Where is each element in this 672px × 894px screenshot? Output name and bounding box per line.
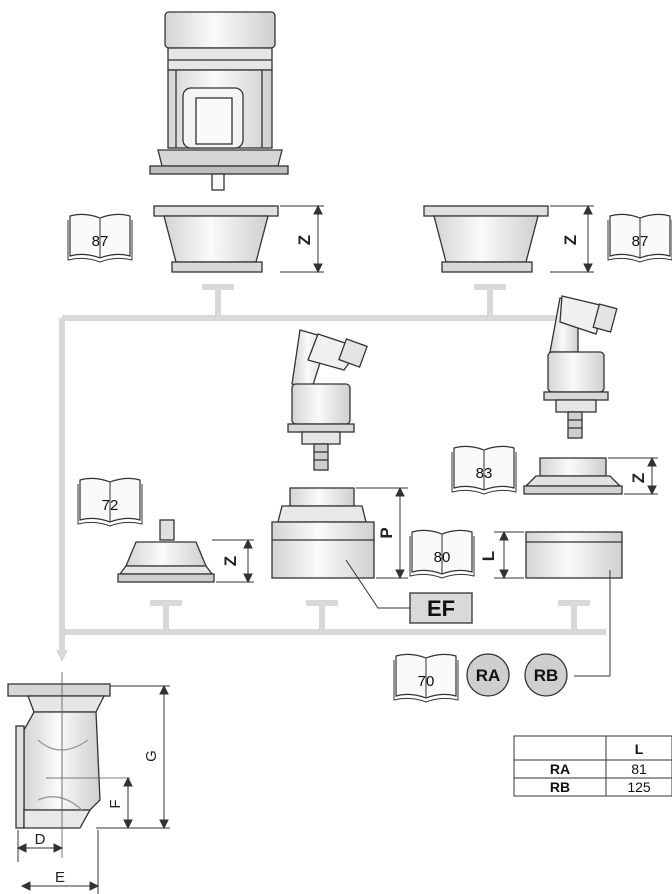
badge-rb <box>524 653 568 697</box>
adapter-top-right <box>423 205 549 273</box>
adapter-top-left <box>153 205 279 273</box>
book-70-page: 70 <box>418 673 435 690</box>
dimension-d <box>16 830 64 862</box>
table-row-rb-label: RB <box>550 779 570 795</box>
dim-label-z-right: Z <box>629 473 648 483</box>
hydraulic-motor-right <box>543 295 618 439</box>
dim-label-l: L <box>479 551 498 561</box>
badge-ra-label: RA <box>476 666 501 685</box>
flange-left-with-shaft <box>117 519 215 583</box>
dimension-z-top-right <box>550 204 594 274</box>
ef-label-box <box>409 592 473 624</box>
rb-leader-line <box>574 570 611 677</box>
down-arrow-icon <box>56 650 68 662</box>
dimension-f <box>123 776 133 830</box>
connector-lines <box>59 284 606 652</box>
dim-label-z-top-left: Z <box>295 235 314 245</box>
ef-label: EF <box>427 596 455 621</box>
badge-ra <box>466 653 510 697</box>
dimension-z-left <box>212 538 254 584</box>
book-87-left-page: 87 <box>92 233 109 250</box>
flange-right-small <box>523 457 623 495</box>
dimension-z-right <box>608 456 658 496</box>
electric-motor <box>149 11 289 191</box>
book-87-right-page: 87 <box>632 233 649 250</box>
housing-center-ef <box>271 487 375 579</box>
dim-label-e: E <box>55 869 65 886</box>
dimension-z-top-left <box>280 204 324 274</box>
book-72-page: 72 <box>102 497 119 514</box>
book-80-page: 80 <box>434 549 451 566</box>
badge-rb-label: RB <box>534 666 559 685</box>
dim-label-f: F <box>107 799 124 808</box>
gearbox-housing <box>7 672 130 858</box>
ef-leader-line <box>345 559 410 609</box>
dim-label-z-left: Z <box>221 556 240 566</box>
table-row-rb-value: 125 <box>627 779 651 795</box>
dim-label-z-top-right: Z <box>561 235 580 245</box>
dimension-e <box>20 830 100 894</box>
table-row-ra-value: 81 <box>631 761 647 777</box>
spacer-ring <box>525 531 623 579</box>
dim-label-p: P <box>377 527 396 538</box>
dimension-table <box>513 735 672 797</box>
dim-label-d: D <box>35 831 46 848</box>
dimension-l <box>494 530 524 580</box>
dimension-p <box>356 486 408 580</box>
book-83-page: 83 <box>476 465 493 482</box>
dimension-g <box>96 684 170 830</box>
dim-label-g: G <box>143 750 160 762</box>
table-header-col1: L <box>635 741 644 757</box>
table-row-ra-label: RA <box>550 761 570 777</box>
hydraulic-motor-center <box>287 329 368 471</box>
